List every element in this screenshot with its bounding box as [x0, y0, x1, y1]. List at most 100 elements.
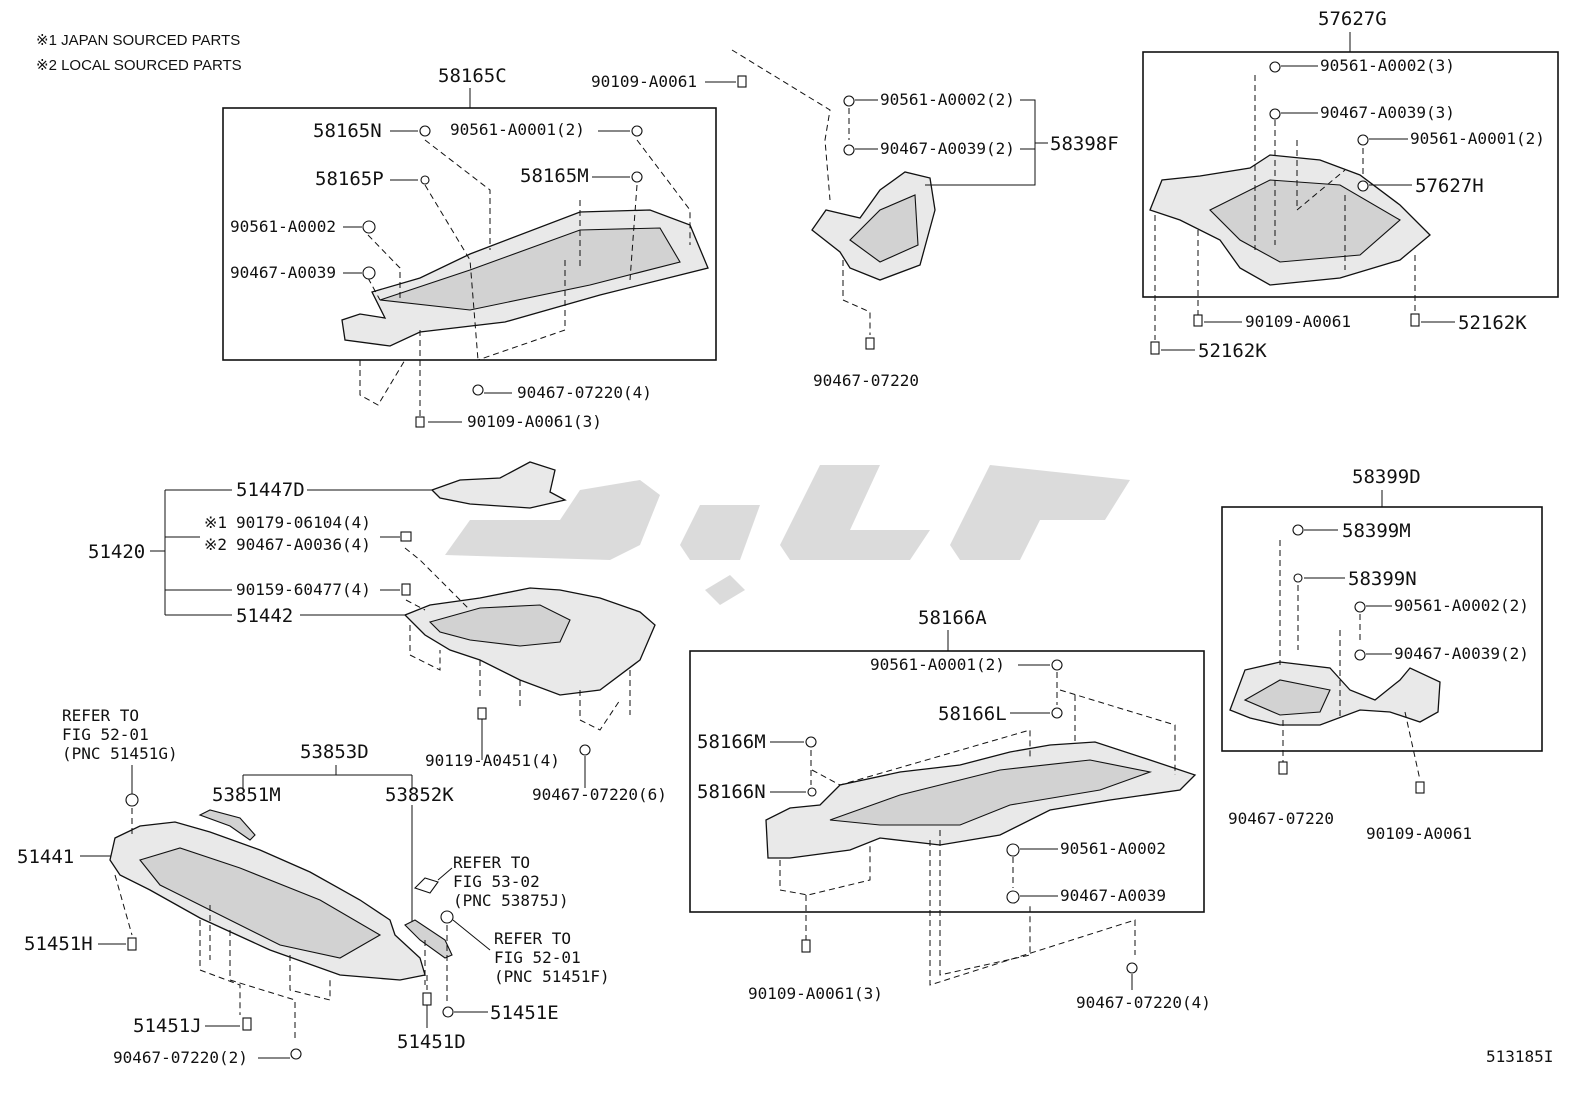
push-clip-icon [807, 787, 817, 797]
push-clip-icon [1293, 573, 1303, 583]
label-90467-a0039-2-58399: 90467-A0039(2) [1394, 644, 1529, 663]
label-51451h: 51451H [24, 933, 93, 955]
label-51441: 51441 [17, 846, 74, 868]
push-clip-icon [1051, 707, 1063, 719]
bracket-53851m [198, 809, 256, 841]
label-58165m: 58165M [520, 165, 589, 187]
label-51451e: 51451E [490, 1002, 559, 1024]
ref1-line3: (PNC 51451G) [62, 744, 178, 763]
push-clip-icon [631, 125, 643, 137]
push-clip-icon [442, 1006, 454, 1018]
label-90159-60477-4: 90159-60477(4) [236, 580, 371, 599]
push-clip-icon [1051, 659, 1063, 671]
push-clip-icon [1292, 524, 1304, 536]
label-90467-a0039: 90467-A0039 [230, 263, 336, 282]
push-clip-icon [1006, 843, 1020, 857]
label-52162k-left: 52162K [1198, 340, 1267, 362]
label-90109-a0061-3: 90109-A0061(3) [467, 412, 602, 431]
push-clip-icon [1006, 890, 1020, 904]
label-51442: 51442 [236, 605, 293, 627]
push-clip-icon [472, 384, 484, 396]
push-clip-icon [290, 1048, 302, 1060]
label-51447d: 51447D [236, 479, 305, 501]
push-clip-icon [1269, 108, 1281, 120]
push-clip-icon [440, 910, 454, 924]
label-90467-07220-2: 90467-07220(2) [113, 1048, 248, 1067]
bracket-53852k [404, 919, 453, 959]
label-90561-a0001-2-58166: 90561-A0001(2) [870, 655, 1005, 674]
label-90109-a0061-58399: 90109-A0061 [1366, 824, 1472, 843]
ref2-line2: FIG 53-02 [453, 872, 540, 891]
push-clip-icon [579, 744, 591, 756]
label-90109-a0061-top: 90109-A0061 [591, 72, 697, 91]
push-clip-icon [420, 175, 430, 185]
label-mark-1: ※1 [204, 513, 227, 532]
group-58166a-box [689, 650, 1205, 913]
label-58166n: 58166N [697, 781, 766, 803]
clip-53875j-icon [413, 877, 439, 894]
label-90467-07220-4: 90467-07220(4) [517, 383, 652, 402]
push-clip-icon [843, 144, 855, 156]
bolt-icon [1415, 781, 1425, 794]
label-53852k: 53852K [385, 784, 454, 806]
bolt-icon [801, 939, 811, 953]
label-90561-a0002-2-58399: 90561-A0002(2) [1394, 596, 1529, 615]
label-90467-07220-4-58166: 90467-07220(4) [1076, 993, 1211, 1012]
group-58166a: 58166A 90561-A0001(2) 58166L 58166M 5816… [689, 607, 1211, 1012]
group-51420: 51447D 51420 ※1 90179-06104(4) ※2 90467-… [88, 461, 667, 804]
label-90109-a0061-3-58166: 90109-A0061(3) [748, 984, 883, 1003]
group-57627g-box [1142, 51, 1559, 298]
group-58399d-box [1221, 506, 1543, 752]
label-90467-a0036-4: 90467-A0036(4) [236, 535, 371, 554]
group-58165c-title: 58165C [438, 65, 507, 87]
brand-watermark [445, 465, 1130, 605]
push-clip-icon [1354, 601, 1366, 613]
bolt-icon [1410, 313, 1420, 327]
label-58165p: 58165P [315, 168, 384, 190]
bolt-icon [422, 992, 432, 1006]
push-clip-icon [1269, 61, 1281, 73]
bolt-icon [242, 1017, 252, 1031]
push-clip-icon [419, 125, 431, 137]
push-clip-icon [125, 793, 139, 807]
bolt-icon [477, 707, 487, 720]
bolt-icon [737, 75, 747, 88]
push-clip-icon [362, 220, 376, 234]
push-clip-icon [400, 531, 412, 542]
label-90109-a0061-57627: 90109-A0061 [1245, 312, 1351, 331]
label-90561-a0001-2: 90561-A0001(2) [450, 120, 585, 139]
bolt-icon [401, 583, 411, 596]
label-51451j: 51451J [133, 1015, 202, 1037]
push-clip-icon [362, 266, 376, 280]
group-58166a-title: 58166A [918, 607, 987, 629]
label-58399m: 58399M [1342, 520, 1411, 542]
ref1-line1: REFER TO [62, 706, 139, 725]
group-58165c: 58165C 58165N 90561-A0001(2) 58165P 5816… [222, 65, 717, 431]
bolt-icon [1278, 761, 1288, 775]
push-clip-icon [631, 171, 643, 183]
label-90561-a0002-3: 90561-A0002(3) [1320, 56, 1455, 75]
label-90561-a0002-2: 90561-A0002(2) [880, 90, 1015, 109]
ref3-line1: REFER TO [494, 929, 571, 948]
label-51420: 51420 [88, 541, 145, 563]
bolt-icon [1193, 314, 1203, 327]
label-58398f: 58398F [1050, 133, 1119, 155]
push-clip-icon [805, 736, 817, 748]
label-53853d: 53853D [300, 741, 369, 763]
label-90467-07220-58399: 90467-07220 [1228, 809, 1334, 828]
label-90467-a0039-3: 90467-A0039(3) [1320, 103, 1455, 122]
label-57627h: 57627H [1415, 175, 1484, 197]
ref2-line1: REFER TO [453, 853, 530, 872]
bolt-icon [127, 937, 137, 951]
ref1-line2: FIG 52-01 [62, 725, 149, 744]
push-clip-icon [1354, 649, 1366, 661]
group-58399d: 58399D 58399M 58399N 90561-A0002(2) 9046… [1221, 466, 1543, 843]
label-mark-2: ※2 [204, 535, 227, 554]
group-58165c-box [222, 107, 717, 361]
label-90467-a0039-2: 90467-A0039(2) [880, 139, 1015, 158]
push-clip-icon [843, 95, 855, 107]
group-51441: REFER TO FIG 52-01 (PNC 51451G) 53853D 5… [17, 706, 610, 1067]
group-58398f: 90109-A0061 90561-A0002(2) 90467-A0039(2… [591, 49, 1119, 390]
label-90119-a0451-4: 90119-A0451(4) [425, 751, 560, 770]
